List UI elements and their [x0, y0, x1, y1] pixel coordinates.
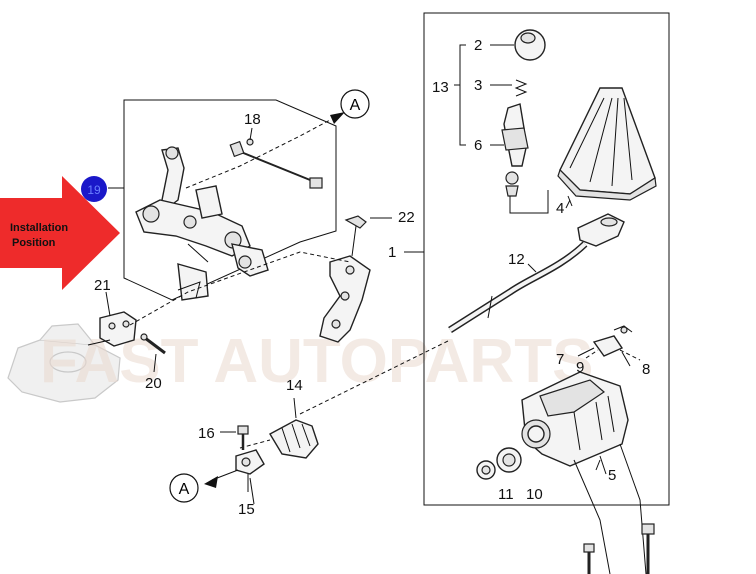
label-part-10: 10: [526, 486, 543, 503]
part-11-ring: [476, 460, 496, 480]
part-5-housing: [521, 371, 647, 574]
label-part-12: 12: [508, 251, 525, 268]
label-part-14: 14: [286, 377, 303, 394]
part-6-lever: [490, 103, 549, 214]
label-part-9: 9: [576, 359, 584, 376]
label-part-20: 20: [145, 375, 162, 392]
label-part-3: 3: [474, 77, 482, 94]
bottom-bolts: [583, 523, 655, 574]
part-13-bracket: [454, 44, 466, 146]
cable-top: A: [185, 89, 370, 189]
label-part-13: 13: [432, 79, 449, 96]
part-18-rod: [229, 138, 323, 189]
label-part-15: 15: [238, 501, 255, 518]
part-16-bolt: [220, 425, 249, 450]
part-10-ring: [496, 447, 522, 473]
leader-lines: [105, 127, 631, 505]
part-15-connector: [235, 449, 265, 492]
cable-to-a-bottom: A: [169, 469, 239, 503]
label-part-8: 8: [642, 361, 650, 378]
part-20-pin: [140, 333, 166, 355]
marker-19: 19: [81, 176, 107, 202]
part-22-bracket: [319, 215, 392, 343]
view-ref-a-bottom: A: [179, 481, 190, 498]
label-part-16: 16: [198, 425, 215, 442]
cable-bottom: [239, 339, 451, 449]
part-2-knob: [490, 29, 546, 61]
callout-label-line2: Position: [12, 237, 56, 249]
callout-arrow-shape: [0, 176, 120, 290]
left-assembly-outline: [108, 99, 337, 301]
installation-position-callout: Installation Position: [0, 176, 120, 290]
label-part-2: 2: [474, 37, 482, 54]
label-part-11: 11: [498, 486, 514, 503]
label-part-6: 6: [474, 137, 482, 154]
ghost-housing-left: [7, 323, 121, 403]
part-labels: 1 2 3 4 5 6 7 8 9 10 11 12 13 14 15 16 1…: [94, 37, 650, 518]
label-part-1: 1: [388, 244, 396, 261]
part-21-bracket: [87, 251, 351, 347]
marker-19-label: 19: [87, 183, 101, 197]
callout-label-line1: Installation: [10, 222, 68, 234]
label-part-21: 21: [94, 277, 111, 294]
view-ref-a-top: A: [350, 97, 361, 114]
part-12-shift-rod: [448, 213, 625, 333]
callout-label: Installation Position: [10, 222, 71, 249]
part-14-boot: [269, 397, 319, 459]
label-part-5: 5: [608, 467, 616, 484]
part-3-spring: [490, 79, 528, 97]
label-part-7: 7: [556, 351, 564, 368]
part-4-boot: [557, 87, 657, 207]
label-part-4: 4: [556, 200, 564, 217]
label-part-18: 18: [244, 111, 261, 128]
shift-lever-assembly: [135, 146, 269, 301]
right-assembly-outline: [404, 12, 670, 506]
part-9-bushing: [585, 325, 641, 361]
label-part-22: 22: [398, 209, 415, 226]
